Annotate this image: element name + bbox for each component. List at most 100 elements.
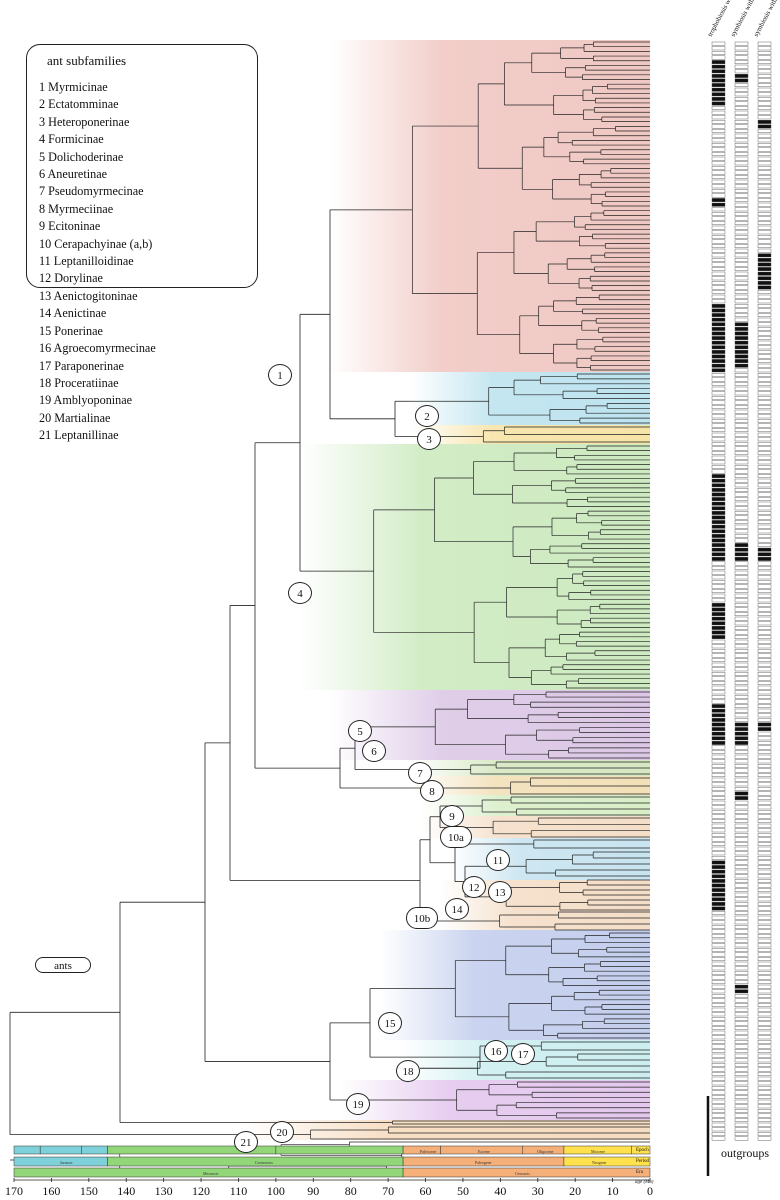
trait-cell [734, 833, 749, 837]
trait-cell [734, 474, 749, 478]
trait-cell [711, 368, 726, 373]
trait-cell [757, 584, 772, 589]
trait-cell [734, 934, 749, 939]
trait-cell [711, 322, 726, 327]
trait-cell [734, 1127, 749, 1132]
trait-cell [711, 478, 726, 483]
trait-cell [734, 943, 749, 948]
trait-cell [711, 377, 726, 382]
trait-cell [757, 1090, 772, 1095]
axis-tick-label: 170 [5, 1184, 23, 1198]
trait-cell [711, 731, 726, 736]
trait-cell [734, 727, 749, 732]
trait-cell [757, 317, 772, 322]
trait-cell [734, 718, 749, 722]
trait-cell [757, 506, 772, 511]
trait-cell [711, 1104, 726, 1109]
trait-cell [757, 290, 772, 294]
axis-tick-label: 120 [192, 1184, 211, 1198]
trait-cell [711, 414, 726, 419]
trait-cell [734, 998, 749, 1003]
trait-cell [734, 1081, 749, 1086]
trait-cell [711, 1058, 726, 1063]
trait-cell [734, 216, 749, 221]
trait-cell [711, 612, 726, 617]
trait-cell [711, 207, 726, 212]
trait-cell [711, 989, 726, 994]
trait-cell [711, 851, 726, 856]
trait-cell [757, 934, 772, 939]
trait-cell [757, 193, 772, 198]
trait-cell [734, 1035, 749, 1040]
axis-tick-label: 140 [117, 1184, 136, 1198]
trait-cell [711, 1026, 726, 1031]
trait-cell [711, 216, 726, 221]
trait-cell [711, 672, 726, 676]
trait-cell [734, 1076, 749, 1081]
trait-cell [711, 906, 726, 911]
trait-cell [734, 957, 749, 962]
trait-cell [757, 860, 772, 865]
axis-tick-label: 60 [419, 1184, 432, 1198]
trait-cell [711, 184, 726, 189]
trait-cell [757, 731, 772, 736]
trait-cell [757, 764, 772, 768]
trait-cell [711, 506, 726, 511]
trait-cell [711, 759, 726, 764]
trait-cell [734, 248, 749, 253]
trait-cell [757, 948, 772, 952]
trait-cell [734, 234, 749, 239]
trait-cell [734, 879, 749, 883]
trait-cell [711, 676, 726, 681]
trait-cell [711, 465, 726, 469]
trait-cell [711, 336, 726, 340]
trait-cell [711, 764, 726, 768]
trait-cell [734, 1003, 749, 1008]
trait-cell [734, 598, 749, 603]
trait-cell [711, 883, 726, 888]
trait-cell [757, 267, 772, 271]
trait-cell [757, 552, 772, 557]
trait-cell [734, 676, 749, 681]
trait-cell [734, 267, 749, 271]
trait-cell [711, 501, 726, 506]
trait-cell [734, 258, 749, 262]
trait-cell [757, 888, 772, 893]
trait-cell [757, 83, 772, 88]
epoch-segment [39, 1145, 82, 1155]
trait-cell [711, 313, 726, 317]
trait-cell [734, 1044, 749, 1049]
trait-cell [757, 336, 772, 340]
trait-cell [711, 543, 726, 548]
trait-cell [734, 929, 749, 934]
trait-cell [734, 695, 749, 699]
trait-cell [757, 943, 772, 948]
trait-cell [757, 713, 772, 718]
trait-cell [711, 888, 726, 893]
trait-cell [734, 777, 749, 782]
trait-cell [711, 1099, 726, 1104]
trait-cell [757, 566, 772, 571]
clade-node-20: 20 [270, 1121, 294, 1143]
trait-cell [757, 211, 772, 216]
trait-cell [757, 529, 772, 534]
trait-cell [734, 1062, 749, 1067]
trait-cell [734, 377, 749, 382]
trait-cell [711, 244, 726, 248]
trait-cell [757, 313, 772, 317]
trait-cell [734, 483, 749, 488]
trait-cell [711, 589, 726, 594]
trait-cell [734, 902, 749, 906]
axis-tick-label: 0 [647, 1184, 653, 1198]
legend-item: 18 Proceratiinae [39, 375, 119, 390]
trait-cell [711, 782, 726, 787]
trait-cell [757, 892, 772, 897]
trait-cell [734, 488, 749, 492]
trait-cell [734, 888, 749, 893]
trait-cell [757, 741, 772, 745]
legend-item: 4 Formicinae [39, 132, 104, 147]
trait-cell [757, 603, 772, 607]
clade-node-10b: 10b [406, 907, 438, 929]
trait-cell [711, 667, 726, 672]
trait-cell [757, 478, 772, 483]
